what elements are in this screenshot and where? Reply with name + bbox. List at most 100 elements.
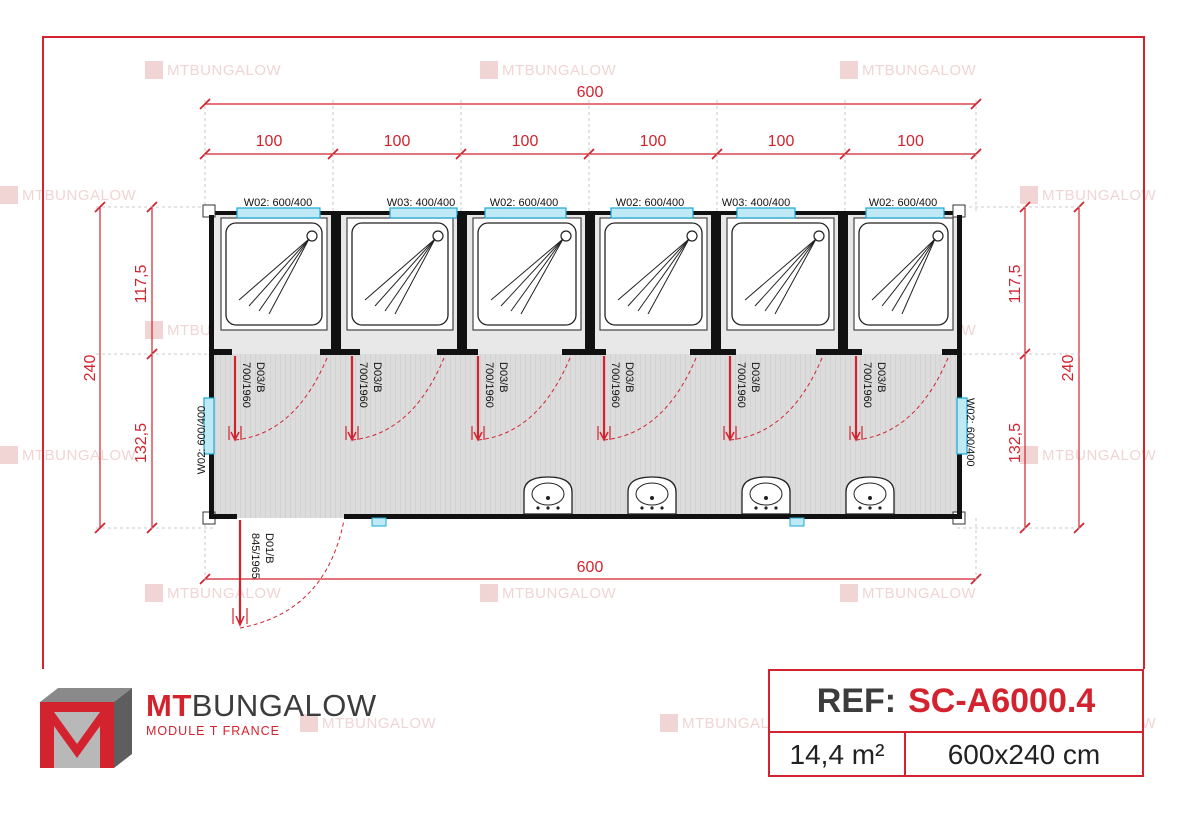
dimension-module-width: 100 xyxy=(640,133,667,150)
wall-partition xyxy=(331,215,341,352)
shower-spray-line xyxy=(881,238,936,307)
brand-name-bungalow: BUNGALOW xyxy=(191,688,377,723)
dimension-module-width: 100 xyxy=(512,133,539,150)
dimension-left-upper: 117,5 xyxy=(133,264,150,303)
watermark-text: MTBUNGALOW xyxy=(1042,447,1157,464)
shower-spray-line xyxy=(500,238,564,307)
shower-head-icon xyxy=(932,230,944,242)
watermark-logo: MTBUNGALOW xyxy=(480,61,617,79)
door-label-code: D03/B xyxy=(623,362,635,393)
shower-head-icon xyxy=(560,230,572,242)
watermark-logo: MTBUNGALOW xyxy=(1020,446,1157,464)
shower-cabin xyxy=(472,217,582,331)
wall-bottom-left xyxy=(209,514,237,519)
area-value: 14,4 m² xyxy=(770,733,906,777)
watermark-logo: MTBUNGALOW xyxy=(1020,186,1156,204)
shower-spray-line xyxy=(891,238,936,312)
brand-logo: MTBUNGALOW MODULE T FRANCE xyxy=(40,686,420,772)
door-swing-arc xyxy=(234,357,328,441)
watermark-logo-mark xyxy=(0,446,18,464)
door-label-code: D03/B xyxy=(749,362,761,393)
sink-tap xyxy=(536,506,540,510)
watermark-logo: MTBUNGALOW xyxy=(145,584,282,602)
window-label-top: W02: 600/400 xyxy=(616,197,685,209)
sink-bowl xyxy=(853,482,887,506)
door-swing-arc xyxy=(603,357,697,441)
watermark-logo: MTBUNGALOW xyxy=(0,186,137,204)
watermark-logo-mark xyxy=(145,61,163,79)
watermark-text: MTBUNGALOW xyxy=(167,585,282,602)
shower-spray-line xyxy=(384,238,436,312)
door-label-size: 700/1960 xyxy=(240,362,252,408)
shower-head-icon xyxy=(813,230,825,242)
sink-tap xyxy=(754,506,758,510)
watermark-text: MTBUNGALOW xyxy=(502,585,617,602)
wall-shower-front xyxy=(320,349,360,355)
sink-icon xyxy=(845,476,895,515)
watermark-text: MTBUNGALOW xyxy=(862,585,977,602)
door-label-size: 700/1960 xyxy=(483,362,495,408)
sink-icon xyxy=(627,476,677,515)
sink-tap xyxy=(878,506,882,510)
wall-partition xyxy=(838,215,848,352)
dimension-tick xyxy=(94,201,106,213)
watermark-logo-mark xyxy=(145,584,163,602)
shower-spray-line xyxy=(627,238,690,307)
sink-tap xyxy=(556,506,560,510)
watermark-text: MTBUNGALOW xyxy=(322,715,437,732)
reference-box: REF: SC-A6000.4 14,4 m² 600x240 cm xyxy=(768,669,1144,777)
window-label-top: W02: 600/400 xyxy=(490,197,559,209)
watermark-text: MTBUNGALOW xyxy=(167,62,282,79)
watermark-text: MTBUNGALOW xyxy=(22,187,137,204)
reference-specs: 14,4 m² 600x240 cm xyxy=(770,731,1142,777)
shower-spray-line xyxy=(394,238,436,315)
window-top xyxy=(865,207,945,219)
sink-tap xyxy=(858,506,862,510)
entry-door-swing-arc xyxy=(239,519,345,629)
window-label-right: W02: 600/400 xyxy=(964,398,976,467)
shower-spray-line xyxy=(617,238,690,301)
shower-head-icon xyxy=(432,230,444,242)
window-top xyxy=(610,207,694,219)
brand-name: MTBUNGALOW xyxy=(146,688,377,724)
watermark-logo: MTBUNGALOW xyxy=(0,446,136,464)
sinks xyxy=(523,476,895,515)
window-top xyxy=(484,207,567,219)
dimension-right-lower: 132,5 xyxy=(1007,423,1024,463)
dimension-left-total: 240 xyxy=(82,355,99,382)
wall-shower-front xyxy=(942,349,957,355)
sink-bowl xyxy=(531,482,565,506)
door-label-size: 700/1960 xyxy=(735,362,747,408)
sink-icon xyxy=(523,476,573,515)
watermark-logo-mark xyxy=(0,186,18,204)
wall-partition xyxy=(711,215,721,352)
dimension-module-width: 100 xyxy=(897,133,924,150)
sink-bowl xyxy=(749,482,783,506)
window-label-left: W02: 600/400 xyxy=(196,406,208,475)
dimension-module-width: 100 xyxy=(768,133,795,150)
entry-door-label-code: D01/B xyxy=(263,533,275,564)
sink-tap xyxy=(764,506,768,510)
wall-shower-front xyxy=(690,349,736,355)
shower-spray-line xyxy=(238,238,310,301)
shower-door xyxy=(723,356,823,442)
watermark-logo-mark xyxy=(1020,186,1038,204)
shower-head-icon xyxy=(306,230,318,242)
shower-spray-line xyxy=(258,238,310,312)
wall-partition xyxy=(585,215,595,352)
wall-partition xyxy=(457,215,467,352)
door-label-size: 700/1960 xyxy=(861,362,873,408)
shower-door xyxy=(228,356,328,442)
sink-bowl xyxy=(635,482,669,506)
shower-cabin xyxy=(726,217,835,331)
window-left xyxy=(203,397,215,455)
brand-logo-icon xyxy=(40,688,132,768)
shower-cabin xyxy=(599,217,708,331)
sink-icon xyxy=(741,476,791,515)
watermark-logo: MTBUNGALOW xyxy=(145,61,282,79)
walls xyxy=(202,204,968,527)
shower-door xyxy=(345,356,445,442)
watermark-text: MTBUNGALOW xyxy=(502,62,617,79)
watermark-logo-mark xyxy=(145,321,163,339)
wall-top xyxy=(209,211,961,215)
